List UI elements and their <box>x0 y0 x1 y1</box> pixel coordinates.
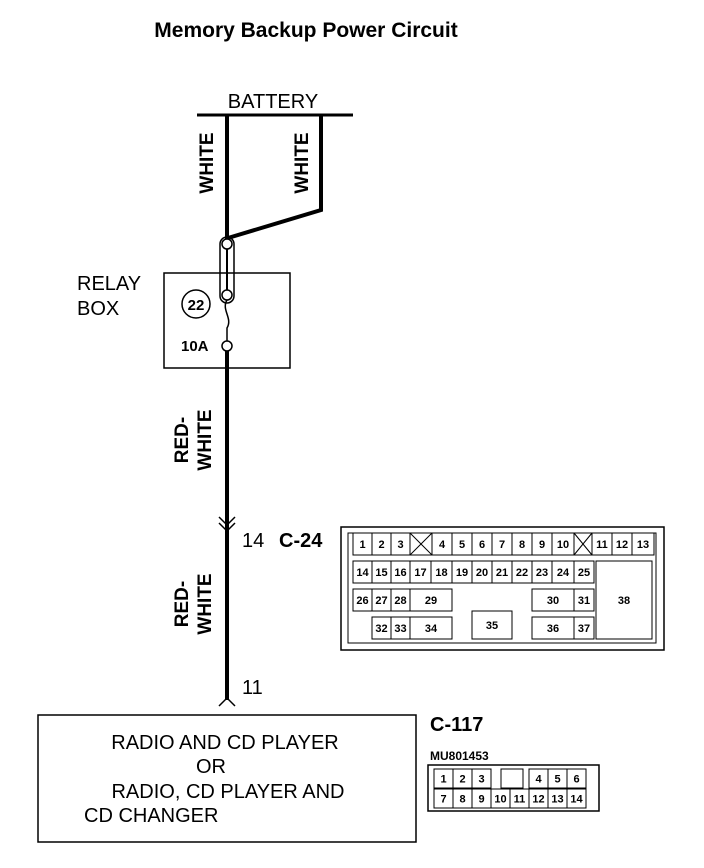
c24-pin-25-label: 25 <box>578 567 590 579</box>
radio-box-line-2: OR <box>196 756 226 778</box>
c24-pin-27-label: 27 <box>375 595 387 607</box>
fuse-number-badge <box>181 289 211 319</box>
c24-pin-38-cell <box>595 560 653 640</box>
c24-pin-31-label: 31 <box>578 595 590 607</box>
c24-pin-35-cell <box>471 610 513 640</box>
radio-box-line-4: CD CHANGER <box>84 805 218 827</box>
c24-pin-10-label: 10 <box>557 539 569 551</box>
fuse-number: 22 <box>188 297 205 314</box>
fuse-rating: 10A <box>181 338 209 355</box>
c24-pin-11-label: 11 <box>596 539 608 551</box>
c24-pin-33-label: 33 <box>394 623 406 635</box>
relay-box-label-line2: BOX <box>77 298 119 320</box>
radio-box-outline <box>37 714 417 843</box>
c24-pin-21-label: 21 <box>496 567 508 579</box>
c24-pin-15-label: 15 <box>375 567 387 579</box>
c117-pin-13-label: 13 <box>551 794 563 806</box>
radio-box-line-3: RADIO, CD PLAYER AND <box>111 781 344 803</box>
c117-pin-8-label: 8 <box>459 794 465 806</box>
c117-pin-12-label: 12 <box>532 794 544 806</box>
c24-pin-19-label: 19 <box>456 567 468 579</box>
wire-white-right <box>227 115 323 240</box>
c24-pin-7-label: 7 <box>499 539 505 551</box>
c117-pin-11-label: 11 <box>514 794 526 806</box>
radio-box-line-1: RADIO AND CD PLAYER <box>111 732 338 754</box>
c117-connector-id: C-117 <box>430 714 483 736</box>
c117-pin-9-label: 9 <box>478 794 484 806</box>
c24-pin-28-label: 28 <box>394 595 406 607</box>
wire-red-white-lower-label-2: WHITE <box>195 573 216 634</box>
c24-pin-3-label: 3 <box>397 539 403 551</box>
c24-pin-37-cell <box>573 616 595 640</box>
wire-red-white-upper-label-2: WHITE <box>195 409 216 470</box>
c117-part-number: MU801453 <box>430 749 489 763</box>
c117-pin-14-cell <box>566 788 587 809</box>
c117-pin-7-label: 7 <box>440 794 446 806</box>
c24-pin-24-label: 24 <box>557 567 570 579</box>
c117-key-cell <box>500 768 524 789</box>
c24-pin-32-label: 32 <box>375 623 387 635</box>
c24-pin-35-label: 35 <box>486 620 498 632</box>
c24-pin-37-label: 37 <box>578 623 590 635</box>
terminal-fuse-in <box>221 289 233 301</box>
c24-pin-16-label: 16 <box>394 567 406 579</box>
c117-pin-2-label: 2 <box>459 774 465 786</box>
c24-pin-12-label: 12 <box>616 539 628 551</box>
c24-connector-id: C-24 <box>279 530 323 552</box>
c24-pin-34-label: 34 <box>425 623 438 635</box>
c117-pin-3-label: 3 <box>478 774 484 786</box>
radio-junction-symbol <box>218 696 236 707</box>
c24-pin-20-label: 20 <box>476 567 488 579</box>
c24-pin-18-label: 18 <box>435 567 447 579</box>
c24-pin-5-label: 5 <box>459 539 465 551</box>
wire-white-left-label: WHITE <box>197 132 218 193</box>
relay-box-connector-oval <box>219 236 235 304</box>
c24-pin-13-cell <box>631 532 655 556</box>
c24-pin-34-cell <box>409 616 453 640</box>
fuse-element <box>224 299 230 341</box>
c117-pin-3-cell <box>471 768 492 789</box>
c24-pin-38-label: 38 <box>618 595 630 607</box>
c24-pin-8-label: 8 <box>519 539 525 551</box>
c24-pin-23-label: 23 <box>536 567 548 579</box>
wire-white-right-label: WHITE <box>292 132 313 193</box>
c24-pin-number: 14 <box>242 530 264 552</box>
c24-pin-9-label: 9 <box>539 539 545 551</box>
c24-pin-6-label: 6 <box>479 539 485 551</box>
c24-pin-1-label: 1 <box>359 539 365 551</box>
radio-pin-number: 11 <box>242 677 263 699</box>
c24-pin-13-label: 13 <box>637 539 649 551</box>
c24-pin-2-label: 2 <box>378 539 384 551</box>
c24-pin-30-label: 30 <box>547 595 559 607</box>
c24-pin-22-label: 22 <box>516 567 528 579</box>
c24-pin-36-label: 36 <box>547 623 559 635</box>
c24-pin-25-cell <box>573 560 595 584</box>
c24-pin-26-label: 26 <box>356 595 368 607</box>
c24-blank-b-cross-b <box>573 532 593 556</box>
c24-pin-29-label: 29 <box>425 595 437 607</box>
wire-red-white-upper-label-1: RED- <box>172 417 193 463</box>
c24-blank-a-cross-b <box>409 532 433 556</box>
c117-pin-6-cell <box>566 768 587 789</box>
c24-pin-14-label: 14 <box>356 567 369 579</box>
wire-red-white-lower-label-1: RED- <box>172 581 193 627</box>
c117-pin-10-label: 10 <box>494 794 506 806</box>
battery-label: BATTERY <box>228 91 318 113</box>
c117-pin-5-label: 5 <box>554 774 560 786</box>
terminal-top <box>221 238 233 250</box>
c24-pin-4-label: 4 <box>439 539 446 551</box>
terminal-fuse-out <box>221 340 233 352</box>
c117-pin-14-label: 14 <box>570 794 583 806</box>
c117-pin-4-label: 4 <box>535 774 542 786</box>
c24-pin-17-label: 17 <box>414 567 426 579</box>
c117-pin-1-label: 1 <box>440 774 446 786</box>
relay-box-label-line1: RELAY <box>77 273 141 295</box>
c24-pin-31-cell <box>573 588 595 612</box>
diagram-title: Memory Backup Power Circuit <box>154 19 457 42</box>
c24-pin-29-cell <box>409 588 453 612</box>
c117-pin-6-label: 6 <box>573 774 579 786</box>
